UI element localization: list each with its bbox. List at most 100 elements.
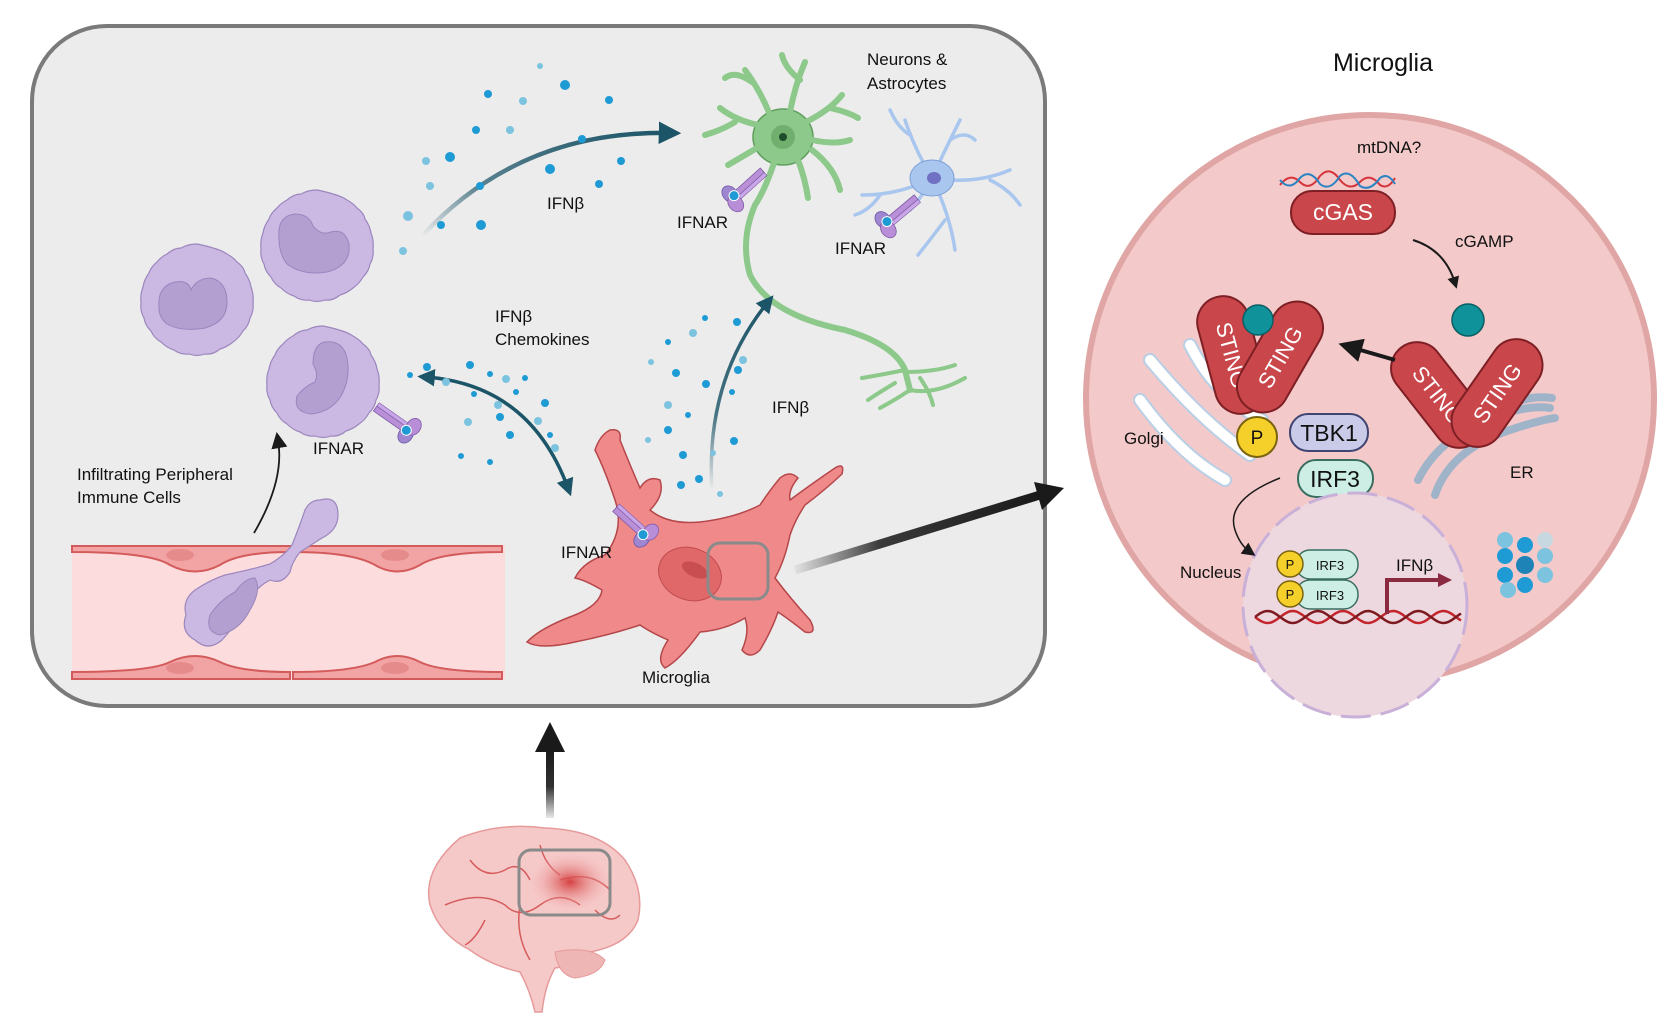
ifnb-molecule	[1517, 537, 1533, 553]
ifnb-molecule	[442, 378, 450, 386]
ifnb-molecule	[617, 157, 625, 165]
ifnb-molecule	[1517, 577, 1533, 593]
ifnb-molecule	[664, 401, 672, 409]
cgamp-arrow	[1412, 239, 1459, 289]
microglia-cell	[525, 428, 844, 669]
ifnb-molecule	[729, 389, 735, 395]
brain-region-box	[517, 848, 612, 917]
ifnb-molecule	[422, 157, 430, 165]
ifnb-molecule	[426, 182, 434, 190]
ifnb-molecule	[464, 418, 472, 426]
ifnb-molecule	[407, 372, 413, 378]
irf3-factor: IRF3	[1297, 459, 1374, 498]
ifnb-molecule	[496, 413, 504, 421]
ifnb-molecule	[545, 164, 555, 174]
ifnb-molecule	[513, 389, 519, 395]
ifnb-molecule	[648, 359, 654, 365]
ifnb-molecule	[664, 426, 672, 434]
ifnb-molecule	[506, 126, 514, 134]
label-er: ER	[1510, 463, 1534, 482]
brain-tissue-panel: IFNβ Neurons & Astrocytes IFNAR IFNAR IF…	[30, 24, 1047, 708]
ifnb-molecule	[679, 451, 687, 459]
ifnb-molecule	[702, 315, 708, 321]
ifnb-molecule	[494, 401, 502, 409]
ifnb-molecule	[541, 399, 549, 407]
ifnb-molecule	[1537, 548, 1553, 564]
ifnb-molecule	[471, 391, 477, 397]
ifnb-molecule	[476, 182, 484, 190]
label-ifnb-top: IFNβ	[547, 194, 584, 213]
ifnb-molecule	[717, 491, 723, 497]
brain-up-arrow-head	[535, 722, 565, 752]
infiltration-arrow	[253, 432, 288, 534]
label-p-small: P	[1286, 587, 1295, 602]
ifnb-molecule	[685, 412, 691, 418]
endothelial-nucleus	[166, 662, 194, 674]
ifnb-molecule	[458, 453, 464, 459]
label-ifnar-microglia: IFNAR	[561, 543, 612, 562]
ifnb-molecule	[645, 437, 651, 443]
irf3-dimer: IRF3 P IRF3 P	[1276, 549, 1359, 610]
ifnb-molecule	[1497, 548, 1513, 564]
ifnb-molecule	[487, 459, 493, 465]
label-ifnb-chemokines-2: Chemokines	[495, 330, 590, 349]
zoom-panel-title: Microglia	[1333, 49, 1433, 77]
sting-translocation-arrow	[1338, 338, 1396, 362]
ifnb-molecule	[437, 221, 445, 229]
cgamp-molecule	[1451, 303, 1485, 337]
ifnb-molecule	[487, 371, 493, 377]
ifnb-molecule	[560, 80, 570, 90]
ifnb-molecule	[733, 318, 741, 326]
ifnb-molecule	[1497, 532, 1513, 548]
ifnb-molecule	[534, 417, 542, 425]
zoom-region-box	[706, 541, 770, 601]
immune-cell	[260, 189, 374, 303]
label-neurons: Neurons &	[867, 50, 948, 69]
brain-up-arrow	[546, 748, 554, 818]
neuron	[702, 52, 967, 410]
label-p-small: P	[1286, 557, 1295, 572]
cgas-enzyme: cGAS	[1290, 190, 1396, 235]
ifnb-molecule	[730, 437, 738, 445]
label-ifnar-immune: IFNAR	[313, 439, 364, 458]
ifnb-molecule	[484, 90, 492, 98]
ifnb-molecule	[466, 361, 474, 369]
label-irf3: IRF3	[1310, 466, 1360, 492]
sting-dimer-golgi: STING STING	[1190, 289, 1334, 423]
ifnb-molecule	[506, 431, 514, 439]
ifnb-molecule	[578, 135, 586, 143]
immune-cell	[140, 243, 254, 357]
ifnb-molecule	[547, 432, 553, 438]
label-nucleus: Nucleus	[1180, 563, 1241, 582]
ifnb-molecule	[1500, 582, 1516, 598]
ifnb-molecule	[445, 152, 455, 162]
label-microglia: Microglia	[642, 668, 711, 687]
ifnb-molecule	[734, 366, 742, 374]
ifnb-molecule	[519, 97, 527, 105]
ifnb-molecule	[595, 180, 603, 188]
label-golgi: Golgi	[1124, 429, 1164, 448]
endothelial-nucleus	[381, 662, 409, 674]
label-irf3-small: IRF3	[1316, 558, 1344, 573]
ifnb-molecule	[1497, 567, 1513, 583]
panel-frame	[30, 24, 1047, 708]
transcription-arrow-head	[1438, 573, 1452, 587]
ifnb-molecule	[710, 450, 716, 456]
ifnb-molecule	[399, 247, 407, 255]
label-infiltrating-2: Immune Cells	[77, 488, 181, 507]
immune-cell-with-ifnar	[266, 325, 380, 439]
ifnb-molecule	[1516, 556, 1534, 574]
ifnb-molecule	[689, 329, 697, 337]
label-astrocytes: Astrocytes	[867, 74, 946, 93]
brain-illustration	[427, 722, 641, 1013]
zoom-arrow-head	[1034, 482, 1064, 510]
ifnb-molecule	[665, 339, 671, 345]
ifnb-molecule	[739, 356, 747, 364]
ifnb-molecule	[502, 375, 510, 383]
endothelial-nucleus	[381, 549, 409, 561]
ifnb-molecule	[677, 481, 685, 489]
ifnb-molecule	[605, 96, 613, 104]
label-ifnb-gene: IFNβ	[1396, 556, 1433, 575]
label-mtdna: mtDNA?	[1357, 138, 1421, 157]
secreted-ifnb-cluster	[1497, 532, 1553, 598]
